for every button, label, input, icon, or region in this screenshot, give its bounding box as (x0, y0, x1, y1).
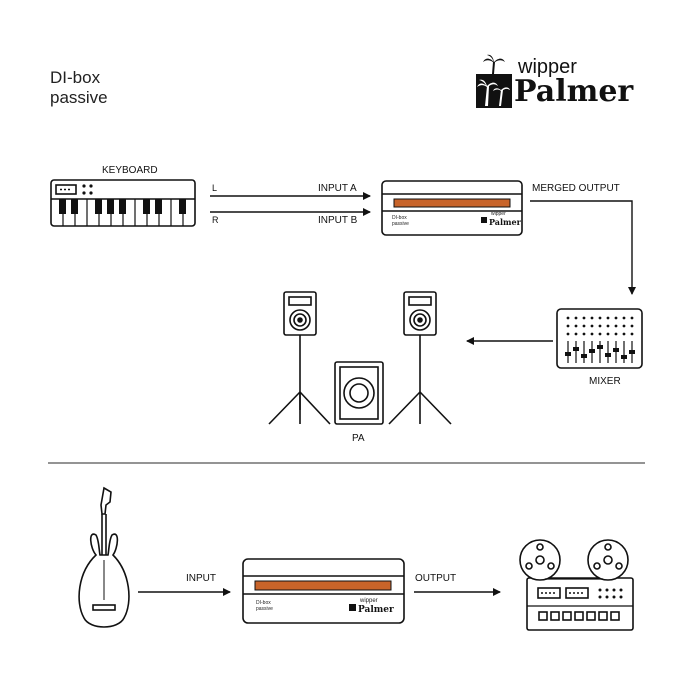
mixer-icon (556, 308, 643, 369)
channel-left-label: L (212, 183, 218, 193)
input-label: INPUT (186, 573, 216, 584)
pa-speaker-left-icon (268, 291, 331, 425)
merged-output-label: MERGED OUTPUT (532, 183, 620, 194)
brand-main-text: Palmer (514, 74, 634, 109)
dibox-bottom-icon (242, 558, 405, 624)
dibox-bottom-line2: passive (256, 606, 273, 612)
keyboard-icon (50, 179, 196, 227)
output-label: OUTPUT (415, 573, 457, 584)
dibox-bottom-line1: DI-box (256, 600, 271, 606)
dibox-top-model: DI-box passive (392, 215, 409, 227)
palm-tree-icon (476, 54, 512, 108)
title-line-1: DI-box (50, 68, 101, 87)
channel-right-label: R (212, 215, 219, 225)
bass-guitar-icon (78, 486, 130, 628)
subwoofer-icon (334, 361, 384, 425)
dibox-bottom-brand-main: Palmer (358, 605, 394, 615)
tape-recorder-icon (519, 539, 634, 631)
keyboard-label: KEYBOARD (102, 165, 158, 176)
dibox-bottom-brand-small: wipper (360, 598, 378, 604)
dibox-top-line2: passive (392, 221, 409, 227)
input-b-label: INPUT B (318, 215, 358, 226)
mixer-label: MIXER (589, 376, 621, 387)
pa-label: PA (352, 433, 365, 444)
dibox-top-brand-main: Palmer (489, 217, 521, 227)
title-line-2: passive (50, 88, 108, 107)
page-title: DI-box passive (50, 68, 108, 108)
dibox-bottom-model: DI-box passive (256, 600, 273, 612)
dibox-top-line1: DI-box (392, 215, 407, 221)
cable-merged-output (530, 200, 636, 295)
dibox-top-brand-small: wipper (491, 211, 506, 217)
dibox-top-icon (381, 180, 523, 236)
input-a-label: INPUT A (318, 183, 357, 194)
pa-speaker-right-icon (388, 291, 452, 425)
brand-small-text: wipper (518, 56, 577, 78)
brand-logo: wipper Palmer (470, 52, 660, 112)
